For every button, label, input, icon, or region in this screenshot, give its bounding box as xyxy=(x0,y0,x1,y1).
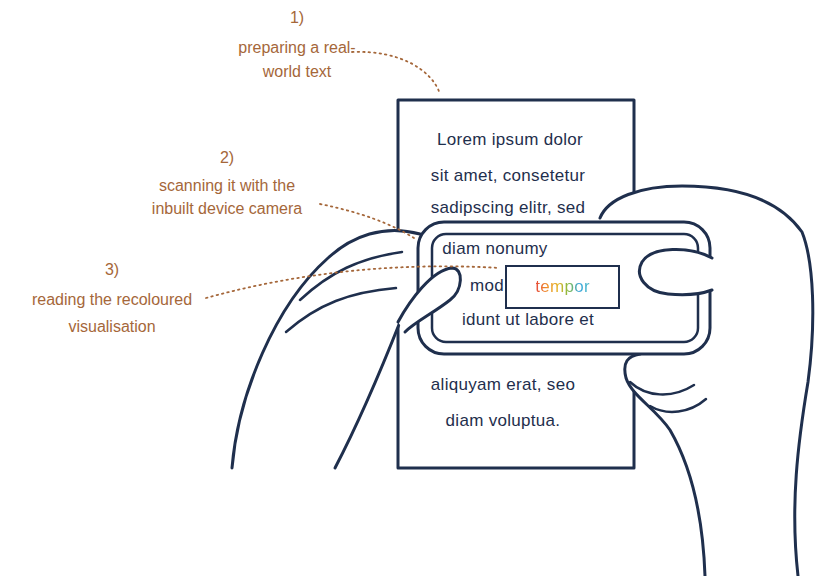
phone-screen: tempor diam nonumy mod idunt ut labore et xyxy=(432,234,698,342)
highlight-box: tempor xyxy=(505,265,620,309)
text-line: mod xyxy=(470,276,504,296)
left-hand-outline xyxy=(232,230,420,468)
paper-sheet: Lorem ipsum dolor sit amet, consetetur sad… xyxy=(398,100,634,468)
callout-number: 3) xyxy=(105,260,119,279)
text-line: aliquyam erat, seo xyxy=(431,375,575,395)
right-hand-outline xyxy=(625,354,705,576)
text-line: sit amet, consetetur xyxy=(431,166,585,186)
left-hand-outline xyxy=(335,322,400,468)
text-line: Lorem ipsum dolor xyxy=(437,130,583,150)
finger-line xyxy=(650,399,706,412)
callout-number: 1) xyxy=(290,8,304,27)
right-thumb xyxy=(640,249,712,294)
text-line: diam nonumy xyxy=(442,239,547,259)
left-thumb xyxy=(398,268,460,332)
text-line: sadipscing elitr, sed xyxy=(431,198,586,218)
callout-label: reading the recoloured visualisation xyxy=(10,286,215,340)
leader-line xyxy=(206,266,500,298)
leader-line xyxy=(352,52,440,94)
callout-label: scanning it with the inbuilt device came… xyxy=(137,174,317,220)
left-hand-fill xyxy=(232,230,440,468)
leader-line xyxy=(320,204,414,238)
finger-line xyxy=(630,382,694,394)
text-line: diam voluptua. xyxy=(446,411,561,431)
text-line: idunt ut labore et xyxy=(462,310,594,330)
callout-label: preparing a real-world text xyxy=(227,36,367,84)
callout-number: 2) xyxy=(220,148,234,167)
text-line: tempor xyxy=(535,277,590,297)
finger-line xyxy=(286,288,396,332)
